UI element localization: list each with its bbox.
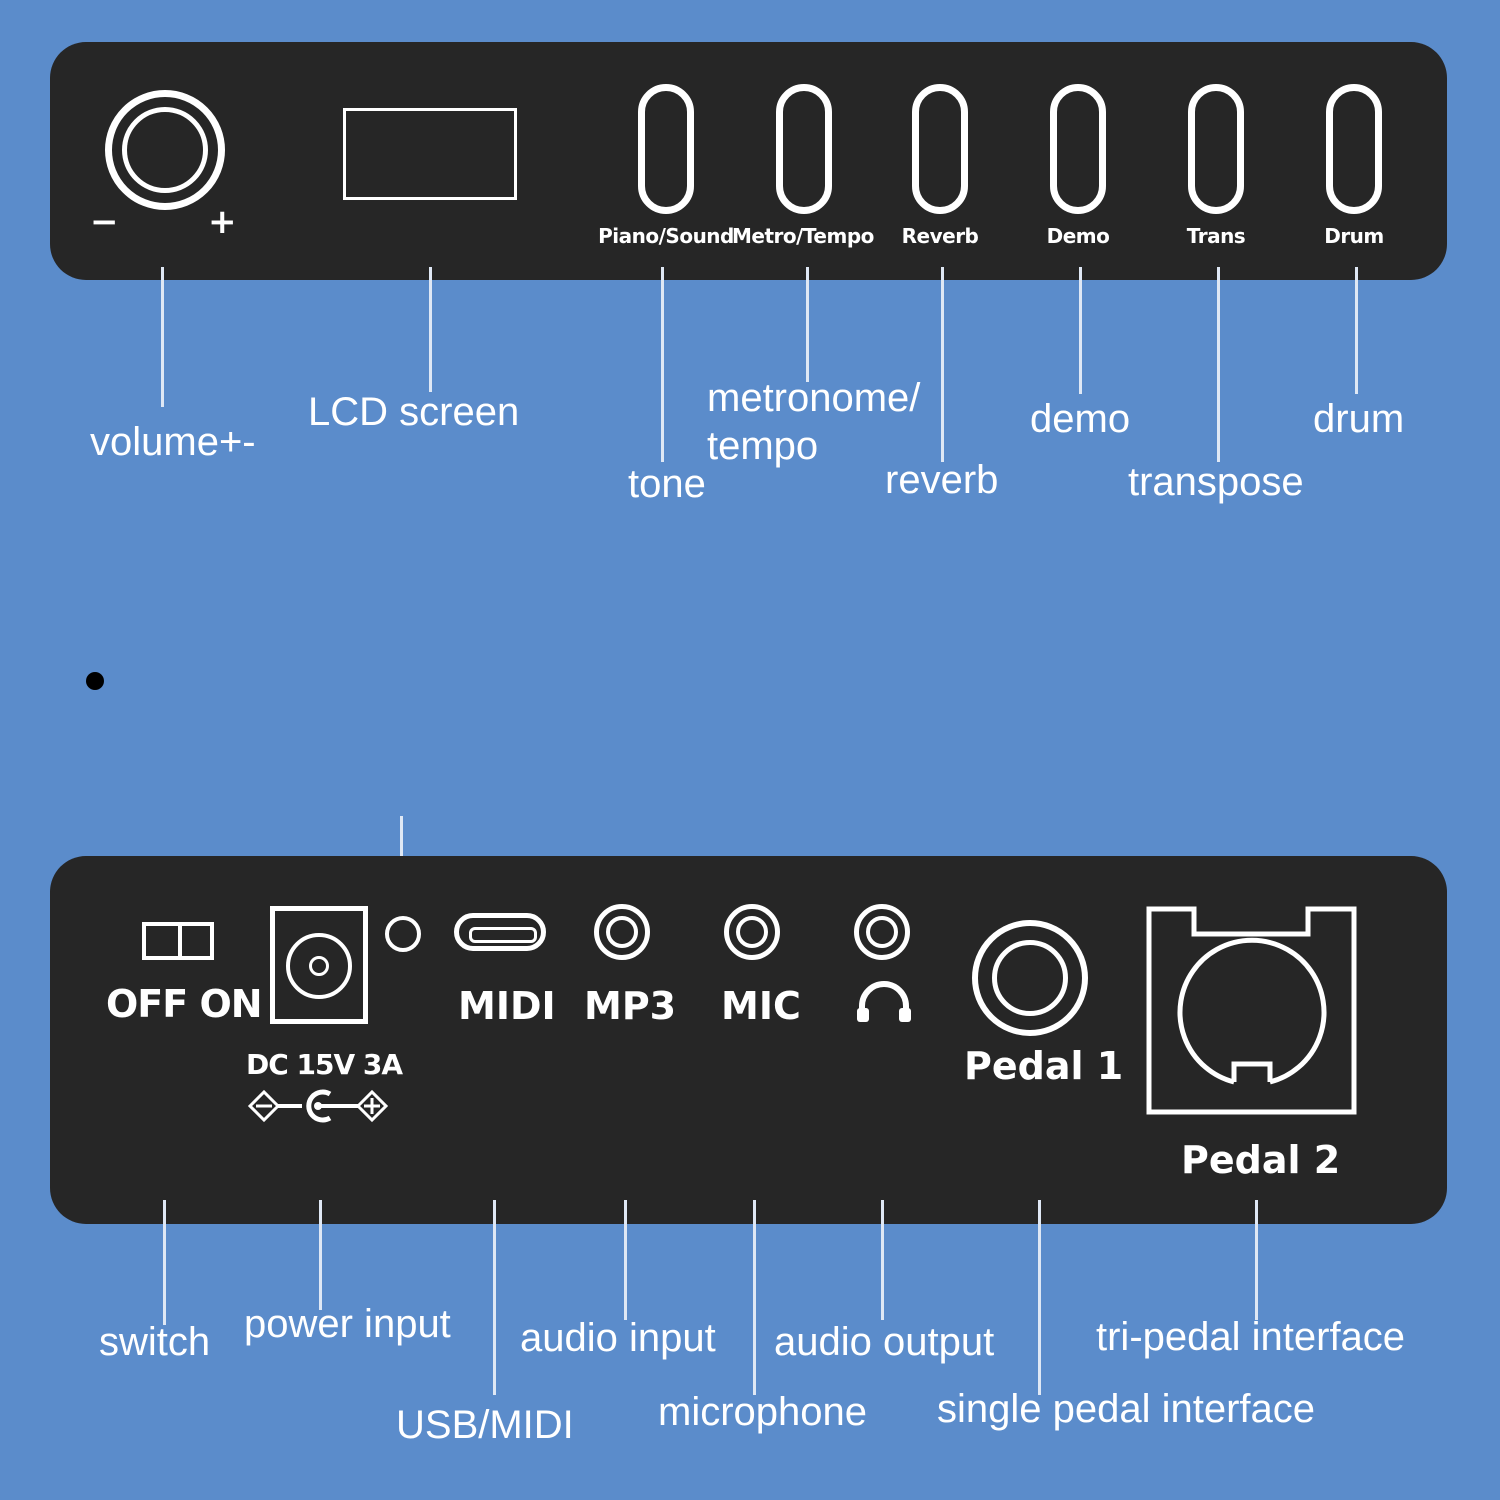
top-control-panel: − + Piano/Sound Metro/Tempo Reverb Demo …: [50, 42, 1447, 280]
leader-line: [1038, 1200, 1041, 1395]
piano-sound-label: Piano/Sound: [598, 224, 734, 248]
volume-plus-icon: +: [208, 202, 237, 242]
callout-reverb: reverb: [885, 458, 999, 502]
volume-minus-icon: −: [90, 202, 119, 242]
piano-sound-button[interactable]: [638, 84, 694, 214]
drum-button[interactable]: [1326, 84, 1382, 214]
callout-switch: switch: [99, 1320, 211, 1364]
leader-line: [806, 267, 809, 382]
leader-line: [624, 1200, 627, 1320]
callout-single-pedal: single pedal interface: [937, 1387, 1316, 1431]
leader-line: [941, 267, 944, 462]
leader-line: [163, 1200, 166, 1325]
callout-lcd-screen: LCD screen: [308, 390, 520, 434]
headphones-icon: [857, 981, 911, 1022]
mic-label: MIC: [721, 984, 801, 1028]
mic-input-jack[interactable]: [724, 904, 780, 960]
pedal2-label: Pedal 2: [1181, 1138, 1341, 1182]
callout-drum: drum: [1313, 397, 1405, 441]
leader-line: [1217, 267, 1220, 462]
midi-label: MIDI: [458, 984, 556, 1028]
trans-button[interactable]: [1188, 84, 1244, 214]
trans-label: Trans: [1186, 224, 1246, 248]
callout-tri-pedal: tri-pedal interface: [1096, 1315, 1406, 1359]
leader-line: [661, 267, 664, 462]
callout-demo: demo: [1030, 397, 1131, 441]
metro-tempo-button[interactable]: [776, 84, 832, 214]
metro-tempo-label: Metro/Tempo: [732, 224, 874, 248]
leader-line: [493, 1200, 496, 1395]
pedal1-jack[interactable]: [972, 920, 1088, 1036]
leader-line: [1255, 1200, 1258, 1320]
callout-volume: volume+-: [90, 420, 256, 464]
reverb-label: Reverb: [901, 224, 979, 248]
power-switch[interactable]: [142, 922, 214, 960]
indicator-hole: [385, 916, 421, 952]
callout-microphone: microphone: [658, 1390, 868, 1434]
callout-metronome: metronome/: [707, 376, 921, 420]
demo-button[interactable]: [1050, 84, 1106, 214]
leader-line: [429, 267, 432, 392]
lcd-screen: [343, 108, 517, 200]
leader-line: [1079, 267, 1082, 394]
bullet-dot: [86, 672, 104, 690]
leader-line: [161, 267, 164, 407]
reverb-button[interactable]: [912, 84, 968, 214]
callout-tone: tone: [628, 462, 706, 506]
leader-line: [319, 1200, 322, 1310]
volume-knob[interactable]: [105, 90, 225, 210]
leader-line: [1355, 267, 1358, 394]
dc-power-jack: [270, 906, 368, 1024]
callout-tempo: tempo: [707, 424, 819, 468]
bottom-connector-panel: OFF ON DC 15V 3A MIDI MP3 MIC: [50, 856, 1447, 1224]
leader-line: [753, 1200, 756, 1395]
pedal1-label: Pedal 1: [964, 1044, 1124, 1088]
demo-label: Demo: [1046, 224, 1110, 248]
power-spec-label: DC 15V 3A: [246, 1048, 403, 1081]
leader-line: [400, 816, 403, 876]
callout-audio-output: audio output: [774, 1320, 995, 1364]
polarity-symbol-icon: [247, 1089, 389, 1123]
headphone-output-jack[interactable]: [854, 904, 910, 960]
tri-pedal-port[interactable]: [1146, 906, 1358, 1116]
callout-usb-midi: USB/MIDI: [396, 1403, 574, 1447]
callout-power-input: power input: [244, 1302, 451, 1346]
callout-audio-input: audio input: [520, 1316, 716, 1360]
mp3-input-jack[interactable]: [594, 904, 650, 960]
callout-transpose: transpose: [1128, 460, 1304, 504]
usb-c-port[interactable]: [454, 913, 546, 951]
mp3-label: MP3: [584, 984, 677, 1028]
drum-label: Drum: [1324, 224, 1384, 248]
switch-label: OFF ON: [106, 982, 263, 1026]
leader-line: [881, 1200, 884, 1320]
